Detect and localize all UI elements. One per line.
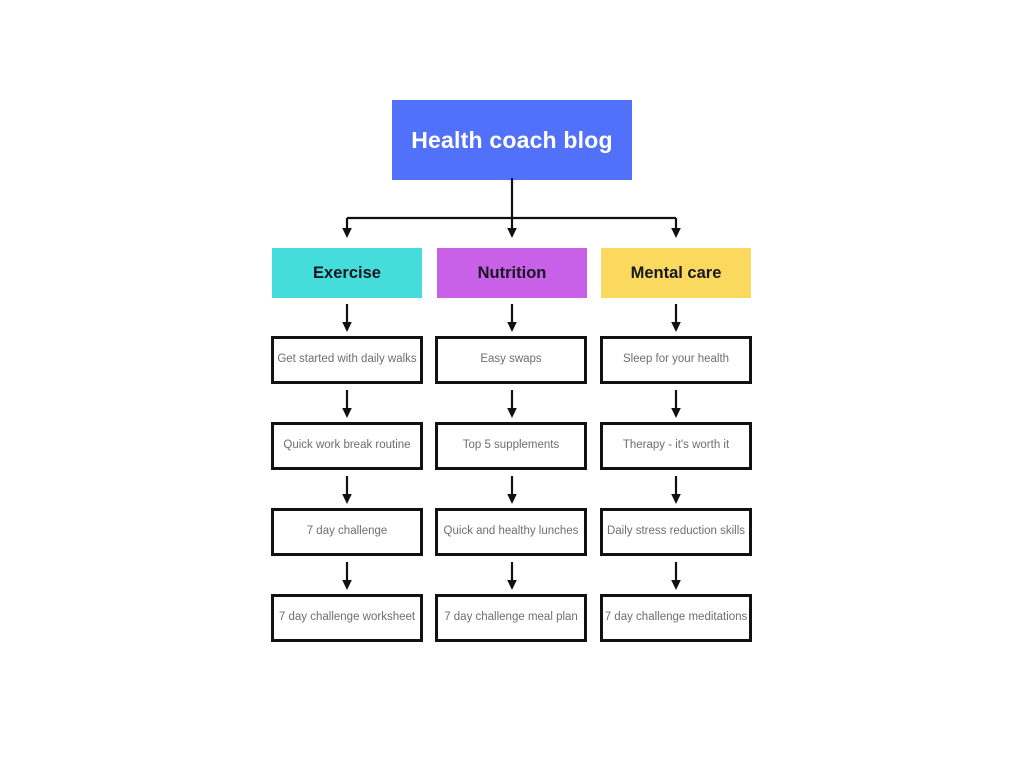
item-node-label: Quick and healthy lunches: [443, 525, 579, 538]
arrow-mental-care-item-0-to-1: [671, 390, 681, 418]
item-node[interactable]: Therapy - it's worth it: [600, 422, 752, 470]
item-node[interactable]: 7 day challenge meal plan: [435, 594, 587, 642]
arrow-nutrition-item-2-to-3: [507, 562, 517, 590]
item-node[interactable]: Top 5 supplements: [435, 422, 587, 470]
item-node-label: Daily stress reduction skills: [606, 525, 746, 538]
arrow-nutrition-to-item-0: [507, 304, 517, 332]
category-node-exercise[interactable]: Exercise: [272, 248, 422, 298]
root-to-categories-connector: [342, 178, 681, 238]
arrow-nutrition-item-1-to-2: [507, 476, 517, 504]
item-node[interactable]: Easy swaps: [435, 336, 587, 384]
category-node-mental-care[interactable]: Mental care: [601, 248, 751, 298]
item-node[interactable]: Daily stress reduction skills: [600, 508, 752, 556]
item-node-label: 7 day challenge worksheet: [278, 611, 416, 624]
item-node[interactable]: Quick and healthy lunches: [435, 508, 587, 556]
arrow-mental-care-item-2-to-3: [671, 562, 681, 590]
arrow-exercise-item-0-to-1: [342, 390, 352, 418]
category-node-label: Mental care: [630, 263, 722, 282]
category-node-label: Nutrition: [477, 263, 547, 282]
item-node-label: Top 5 supplements: [462, 439, 560, 452]
arrow-exercise-to-item-0: [342, 304, 352, 332]
root-node-health-coach-blog[interactable]: Health coach blog: [392, 100, 632, 180]
item-node-label: Therapy - it's worth it: [622, 439, 730, 452]
item-node-label: 7 day challenge meal plan: [444, 611, 578, 624]
item-node-label: Quick work break routine: [283, 439, 411, 452]
arrow-exercise-item-2-to-3: [342, 562, 352, 590]
item-node-label: 7 day challenge meditations: [604, 611, 748, 624]
item-node-label: Easy swaps: [480, 353, 542, 366]
item-node[interactable]: Sleep for your health: [600, 336, 752, 384]
arrow-mental-care-item-1-to-2: [671, 476, 681, 504]
root-node-label: Health coach blog: [411, 126, 613, 153]
item-node[interactable]: 7 day challenge meditations: [600, 594, 752, 642]
item-node[interactable]: 7 day challenge worksheet: [271, 594, 423, 642]
item-node-label: 7 day challenge: [306, 525, 388, 538]
connector-arrowhead-middle: [507, 228, 517, 238]
item-node[interactable]: Get started with daily walks: [271, 336, 423, 384]
category-node-nutrition[interactable]: Nutrition: [437, 248, 587, 298]
item-node-label: Get started with daily walks: [277, 353, 417, 366]
item-node-label: Sleep for your health: [622, 353, 730, 366]
item-node[interactable]: Quick work break routine: [271, 422, 423, 470]
arrow-mental-care-to-item-0: [671, 304, 681, 332]
connector-arrowhead-left: [342, 228, 352, 238]
arrow-nutrition-item-0-to-1: [507, 390, 517, 418]
item-node[interactable]: 7 day challenge: [271, 508, 423, 556]
category-node-label: Exercise: [313, 263, 381, 282]
arrow-exercise-item-1-to-2: [342, 476, 352, 504]
connector-arrowhead-right: [671, 228, 681, 238]
